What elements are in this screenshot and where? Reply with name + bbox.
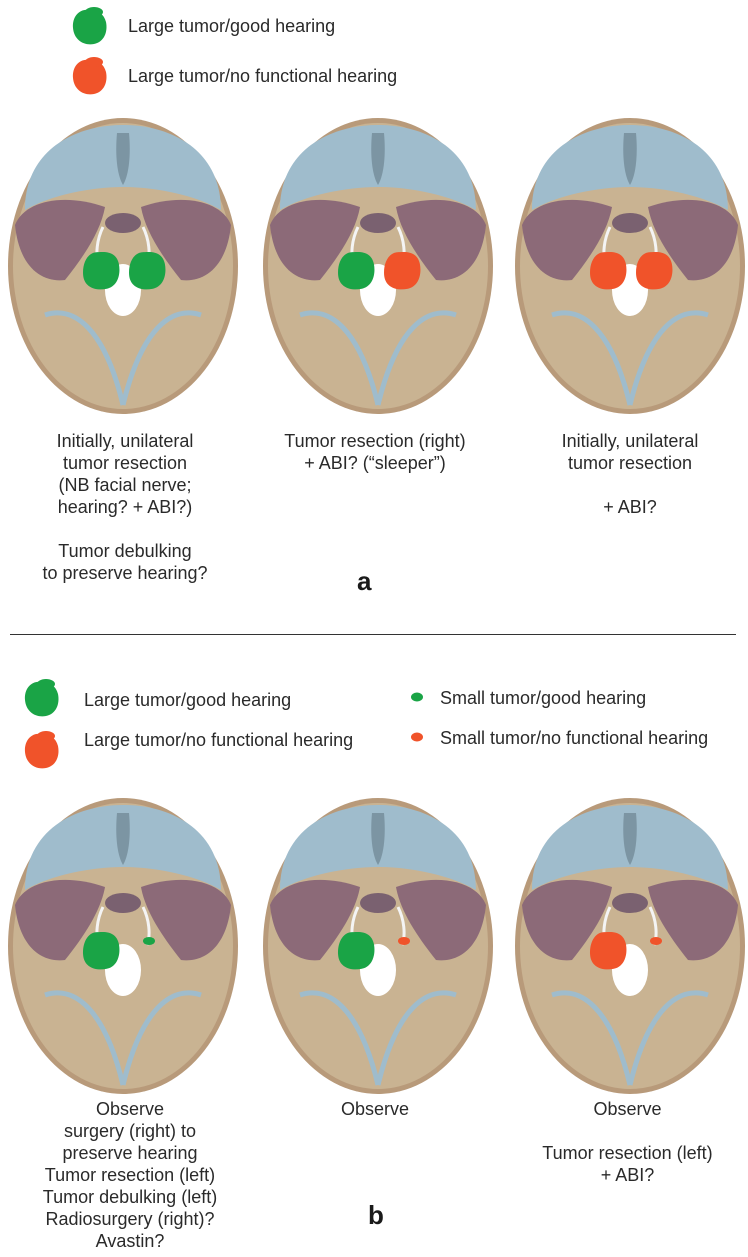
posterior-sinus [44,990,202,1086]
caption-line: Tumor resection (left) [542,1143,713,1163]
middle-fossa-left [15,879,105,961]
caption-line: surgery (right) to [63,1121,197,1141]
legend-label-large-good: Large tumor/good hearing [128,16,336,36]
caption-gap [520,1120,735,1142]
middle-fossa-left [270,879,360,961]
posterior-sinus [551,990,709,1086]
sella [360,213,396,233]
crista-galli [623,133,637,185]
legend-swatch-small-good [411,692,423,702]
crista-galli [623,813,637,865]
middle-fossa-left [270,199,360,281]
caption-line: + ABI? [603,497,657,517]
caption-b-3: Observe Tumor resection (left) + ABI? [520,1098,735,1186]
caption-line: Avastin? [95,1231,165,1251]
legend-label-large-none: Large tumor/no functional hearing [128,66,398,86]
tumor-right-large-none [384,251,421,290]
caption-a-3: Initially, unilateral tumor resection + … [525,430,735,518]
tumor-left-large-none [590,251,627,290]
tumor-right-large-none [636,251,673,290]
panel-letter-b: b [368,1200,384,1230]
caption-line: tumor resection [567,453,693,473]
caption-line: Tumor resection (left) [44,1165,216,1185]
sella [360,893,396,913]
caption-line: tumor resection [62,453,188,473]
tumor-right-large-good [129,251,166,290]
tumor-left-large-none [590,931,627,970]
legend-label-small-none: Small tumor/no functional hearing [440,728,709,748]
caption-line: Initially, unilateral [561,431,699,451]
tumor-right-small-none [398,937,410,945]
caption-line: to preserve hearing? [42,563,208,583]
legend-label-large-none-b: Large tumor/no functional hearing [84,730,354,750]
caption-line: Radiosurgery (right)? [45,1209,215,1229]
posterior-sinus [44,310,202,406]
legend-label-large-good-b: Large tumor/good hearing [84,690,292,710]
caption-line: Observe [340,1099,410,1119]
middle-fossa-left [522,879,612,961]
caption-line: + ABI? (“sleeper”) [304,453,446,473]
caption-line: Tumor debulking [58,541,192,561]
tumor-left-large-good [338,931,375,970]
crista-galli [371,133,385,185]
caption-a-2: Tumor resection (right) + ABI? (“sleeper… [264,430,486,474]
caption-line: preserve hearing [62,1143,198,1163]
caption-line: Observe [593,1099,662,1119]
middle-fossa-left [522,199,612,281]
panel-letter-a: a [357,566,372,596]
caption-line: + ABI? [600,1165,655,1185]
tumor-right-small-none [650,937,662,945]
posterior-sinus [299,310,457,406]
caption-b-1: Observe surgery (right) to preserve hear… [20,1098,240,1252]
legend-swatch-large-good-b [24,679,59,717]
middle-fossa-right [396,879,486,961]
caption-a-1: Initially, unilateral tumor resection (N… [20,430,230,584]
caption-b-2: Observe [270,1098,480,1120]
caption-line: Tumor debulking (left) [42,1187,218,1207]
legend-swatch-large-good [72,7,107,45]
panel-divider [10,634,736,635]
middle-fossa-right [648,879,738,961]
middle-fossa-right [396,199,486,281]
caption-line: hearing? + ABI?) [57,497,193,517]
crista-galli [116,133,130,185]
legend-label-small-good: Small tumor/good hearing [440,688,647,708]
posterior-sinus [299,990,457,1086]
sella [105,213,141,233]
posterior-sinus [551,310,709,406]
crista-galli [371,813,385,865]
caption-gap [20,518,230,540]
caption-line: (NB facial nerve; [58,475,192,495]
middle-fossa-right [648,199,738,281]
caption-line: Observe [95,1099,165,1119]
tumor-left-large-good [83,251,120,290]
middle-fossa-right [141,199,231,281]
tumor-left-large-good [338,251,375,290]
middle-fossa-right [141,879,231,961]
legend-swatch-small-none [411,732,423,742]
tumor-right-small-good [143,937,155,945]
sella [612,213,648,233]
legend-swatch-large-none-b [24,731,59,769]
legend-swatch-large-none [72,57,107,95]
caption-line: Initially, unilateral [56,431,194,451]
crista-galli [116,813,130,865]
caption-line: Tumor resection (right) [284,431,466,451]
sella [105,893,141,913]
middle-fossa-left [15,199,105,281]
sella [612,893,648,913]
tumor-left-large-good [83,931,120,970]
caption-gap [525,474,735,496]
